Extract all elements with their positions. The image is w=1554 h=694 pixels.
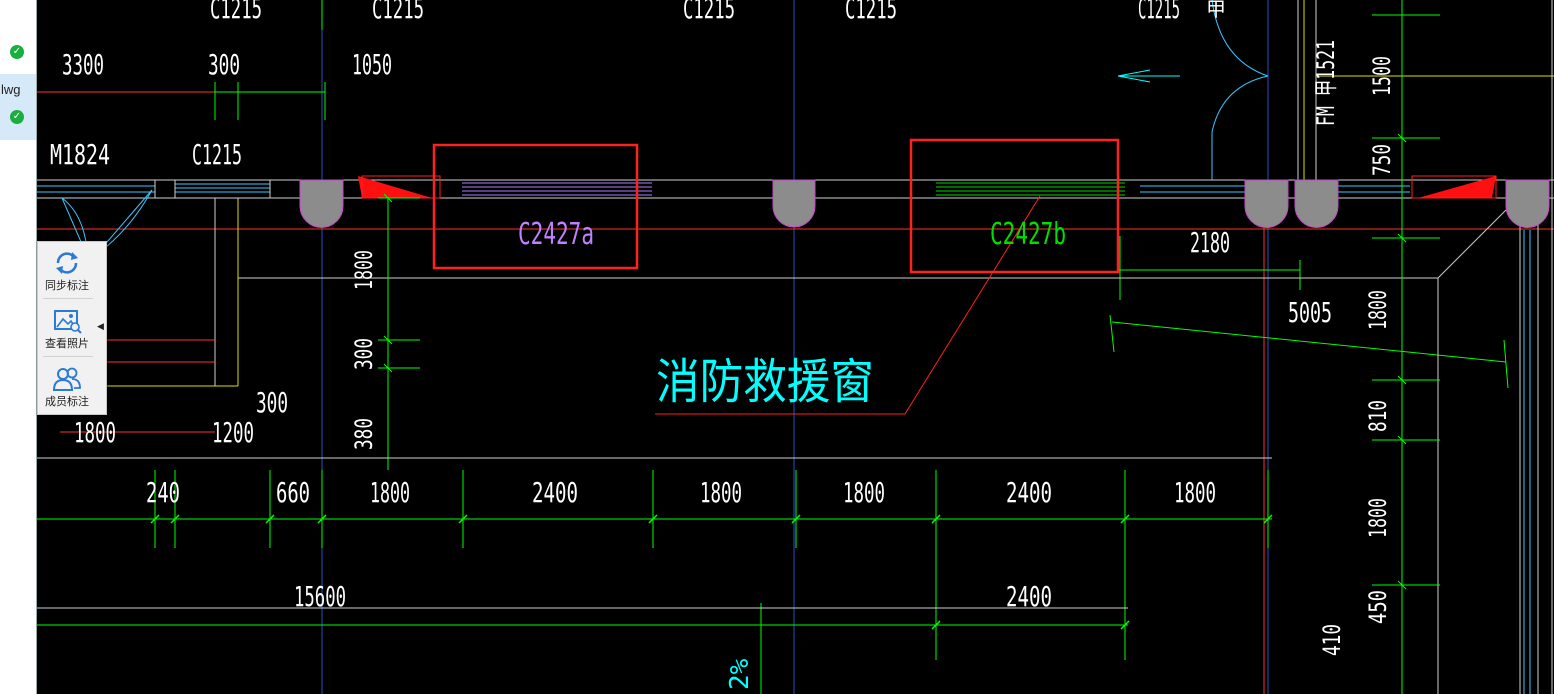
sync-icon: [56, 252, 78, 274]
dim-1800-vertical: 1800: [350, 250, 378, 290]
dim-row-1800a: 1800: [370, 476, 410, 509]
dim-right-1800b: 1800: [1364, 498, 1392, 538]
fire-rescue-window-callout: 消防救援窗: [656, 354, 874, 410]
file-list-item[interactable]: [0, 74, 36, 140]
dim-300-mid: 300: [256, 386, 288, 419]
dim-total-15600: 15600: [294, 580, 346, 613]
dim-row-2400a: 2400: [532, 476, 578, 509]
window-tag-top-4: C1215: [845, 0, 897, 25]
dim-5005: 5005: [1288, 296, 1332, 329]
sync-annotation-label: 同步标注: [45, 279, 89, 292]
view-photo-button[interactable]: 查看照片: [38, 302, 96, 354]
dim-right-450: 450: [1364, 590, 1392, 624]
dim-1800-left: 1800: [74, 416, 116, 449]
dim-1050: 1050: [352, 48, 392, 81]
dim-row-1800b: 1800: [700, 476, 742, 509]
dim-300-top: 300: [208, 48, 240, 81]
view-photo-label: 查看照片: [45, 337, 89, 350]
dim-300-vertical: 300: [350, 338, 378, 370]
check-circle-icon: ✓: [10, 110, 24, 124]
dim-3300: 3300: [62, 48, 104, 81]
highlight-box-c2427b: [909, 138, 1120, 274]
dim-right-750: 750: [1368, 144, 1396, 176]
door-tag-m1824: M1824: [50, 138, 110, 171]
photo-icon: [54, 310, 82, 334]
dim-right-410: 410: [1318, 624, 1346, 656]
dim-sub-2400: 2400: [1006, 580, 1052, 613]
highlight-box-c2427a: [432, 143, 639, 270]
window-tag-c1215-left: C1215: [192, 138, 242, 171]
fire-door-tag: FM 甲1521: [1312, 40, 1340, 126]
door-tag-top: 甲: [1206, 0, 1226, 21]
dim-1200: 1200: [212, 416, 254, 449]
file-name-label: lwg: [1, 82, 21, 97]
window-tag-top-3: C1215: [683, 0, 735, 25]
dim-right-810: 810: [1364, 400, 1392, 432]
dim-2180: 2180: [1190, 226, 1230, 259]
window-tag-top-2: C1215: [372, 0, 424, 25]
file-list-panel: ✓ lwg ✓: [0, 0, 37, 694]
dim-row-2400b: 2400: [1006, 476, 1052, 509]
dim-380-vertical: 380: [350, 418, 378, 450]
member-annotation-label: 成员标注: [45, 395, 89, 408]
dim-row-240: 240: [146, 476, 180, 509]
window-tag-top-1: C1215: [210, 0, 262, 25]
annotation-toolbar: 同步标注 查看照片 成员标注 ◀: [37, 241, 107, 415]
toolbar-divider: [43, 356, 93, 357]
dim-row-1800d: 1800: [1174, 476, 1216, 509]
collapse-arrow-icon[interactable]: ◀: [97, 322, 104, 332]
toolbar-divider: [43, 298, 93, 299]
window-tag-top-5: C1215: [1138, 0, 1180, 25]
member-annotation-button[interactable]: 成员标注: [38, 360, 96, 412]
dim-row-660: 660: [276, 476, 310, 509]
window-tag-c2427a: C2427a: [518, 217, 594, 252]
slope-label: 2%: [725, 658, 755, 690]
sync-annotation-button[interactable]: 同步标注: [38, 244, 96, 296]
dim-row-1800c: 1800: [843, 476, 885, 509]
members-icon: [52, 367, 81, 391]
dim-right-1800a: 1800: [1364, 290, 1392, 330]
window-tag-c2427b: C2427b: [990, 217, 1066, 252]
check-circle-icon: ✓: [10, 45, 24, 59]
dim-right-1500: 1500: [1368, 56, 1396, 96]
